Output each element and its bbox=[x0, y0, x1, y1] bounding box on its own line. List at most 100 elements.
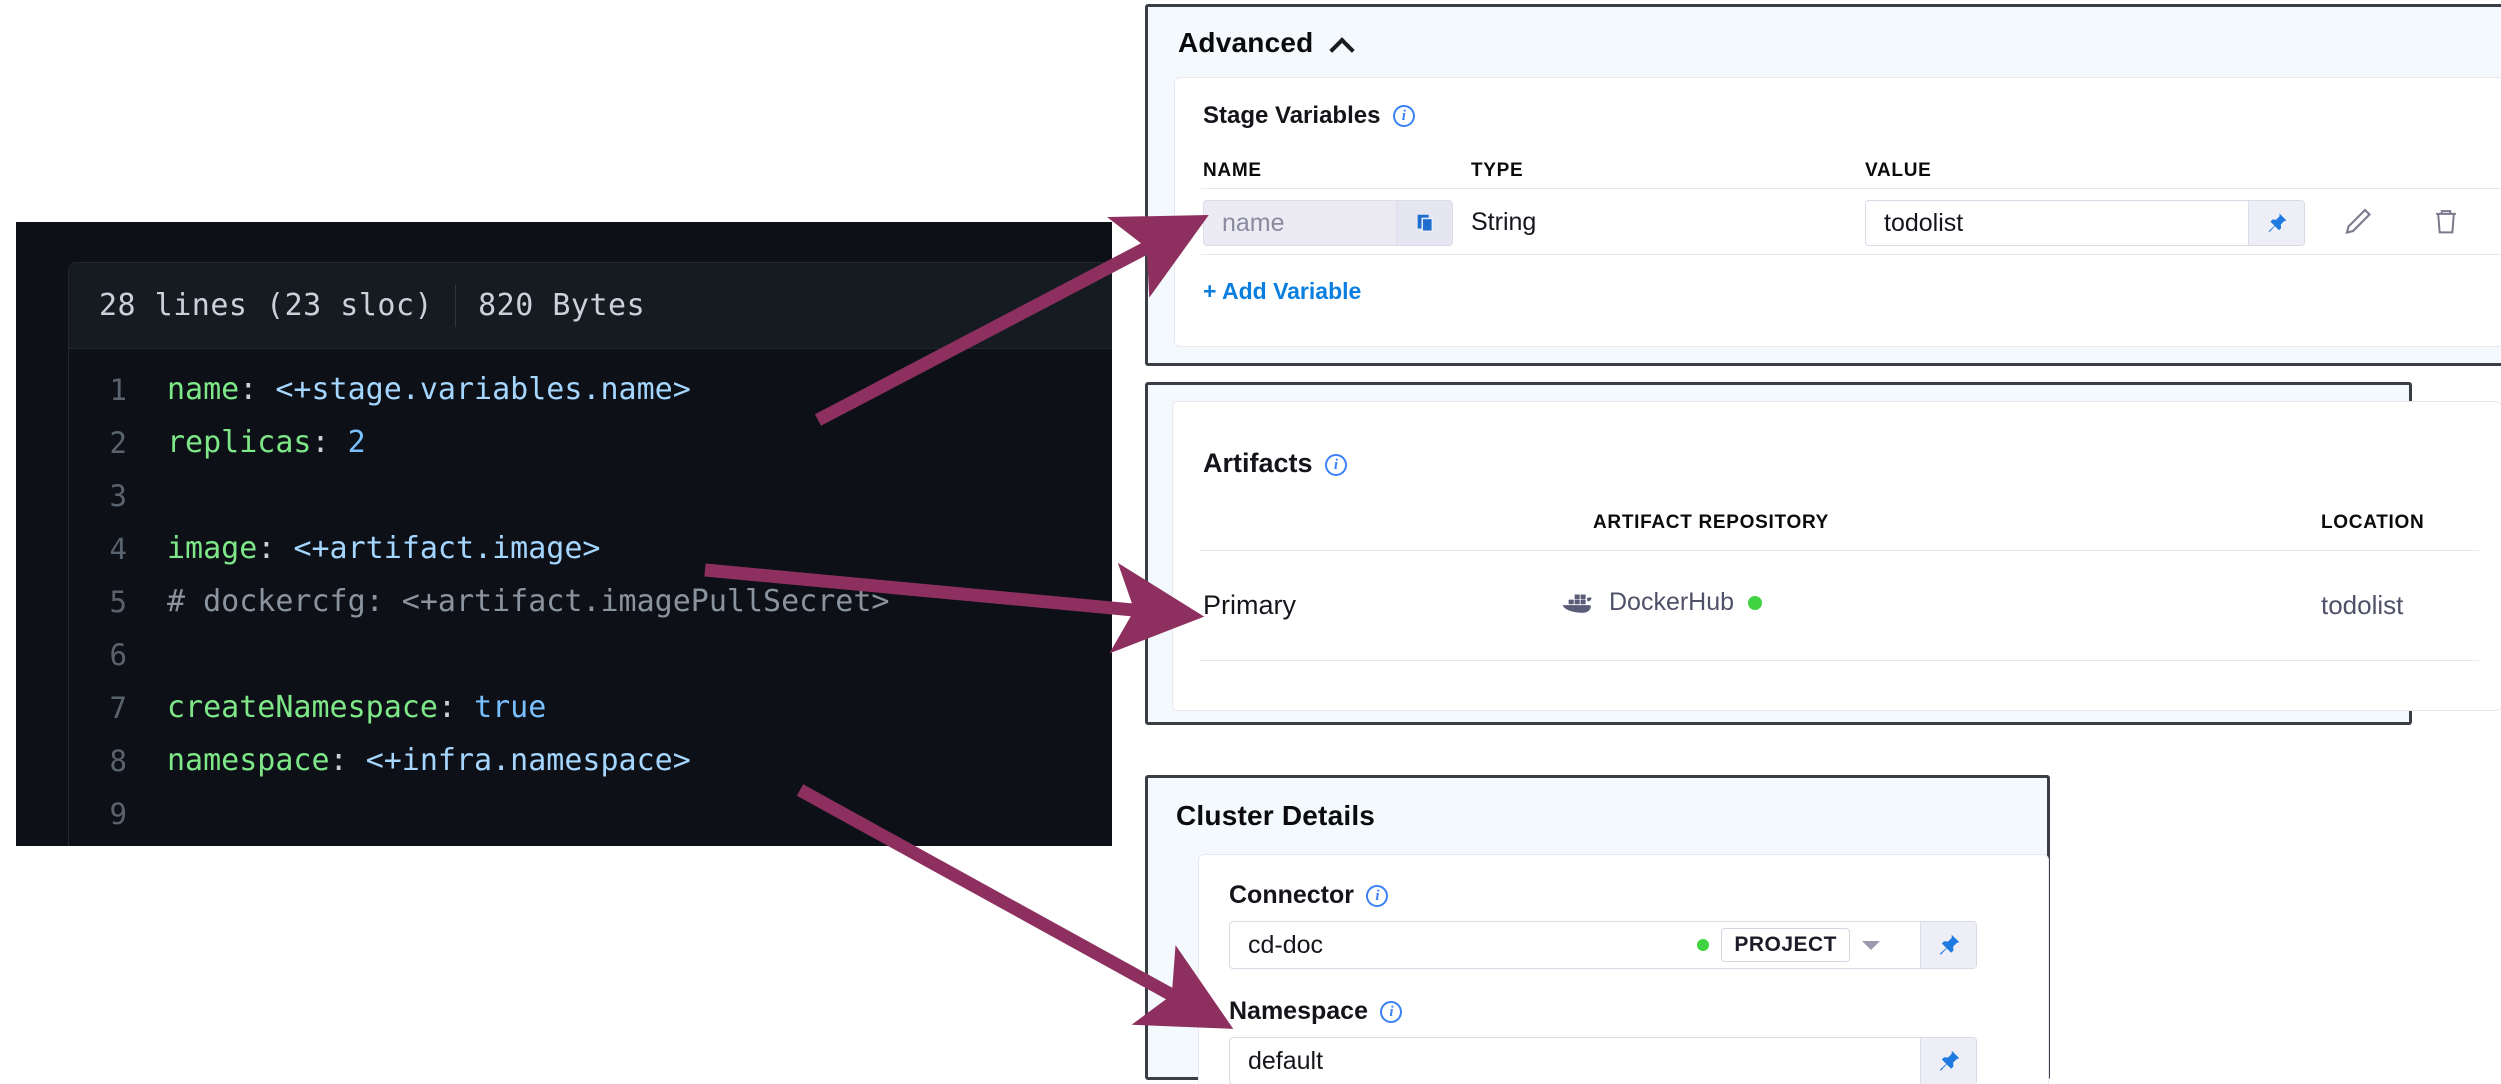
code-line: 3 bbox=[69, 469, 1112, 522]
line-number: 9 bbox=[109, 796, 127, 831]
connector-scope-badge: PROJECT bbox=[1721, 928, 1850, 962]
artifacts-card: Artifacts i ARTIFACT REPOSITORY LOCATION… bbox=[1172, 401, 2501, 711]
line-content: replicas: 2 bbox=[167, 425, 366, 460]
delete-variable-button[interactable] bbox=[2429, 204, 2463, 243]
line-content: image: <+artifact.image> bbox=[167, 531, 600, 566]
line-number: 6 bbox=[109, 637, 127, 672]
pin-icon-button[interactable] bbox=[1920, 922, 1976, 968]
artifact-repository-cell[interactable]: DockerHub bbox=[1561, 588, 1763, 617]
column-header-type: TYPE bbox=[1471, 160, 1524, 181]
code-line: 7 createNamespace: true bbox=[69, 681, 1112, 734]
artifact-location: todolist bbox=[2321, 590, 2404, 620]
pin-icon bbox=[1939, 934, 1959, 955]
code-viewer-card: 28 lines (23 sloc) 820 Bytes 1 name: <+st… bbox=[68, 262, 1112, 846]
code-line: 1 name: <+stage.variables.name> bbox=[69, 363, 1112, 416]
column-header-location: LOCATION bbox=[2321, 512, 2425, 533]
code-line: 5 # dockercfg: <+artifact.imagePullSecret… bbox=[69, 575, 1112, 628]
line-content: createNamespace: true bbox=[167, 690, 546, 725]
line-content: # dockercfg: <+artifact.imagePullSecret> bbox=[167, 584, 889, 619]
artifact-repository-name: DockerHub bbox=[1609, 588, 1735, 616]
column-header-value: VALUE bbox=[1865, 160, 1932, 181]
artifact-kind: Primary bbox=[1203, 590, 1296, 620]
connector-scope-group[interactable]: PROJECT bbox=[1697, 928, 1880, 962]
line-number: 8 bbox=[109, 743, 127, 778]
connector-label: Connector bbox=[1229, 881, 1354, 909]
info-icon[interactable]: i bbox=[1366, 885, 1389, 907]
line-number: 7 bbox=[109, 690, 127, 725]
docker-icon bbox=[1562, 594, 1592, 613]
variable-value-text: todolist bbox=[1884, 208, 1964, 237]
token-expr: <+stage.variables.name> bbox=[275, 372, 691, 407]
pin-icon-button[interactable] bbox=[2248, 201, 2304, 245]
token-num: 2 bbox=[347, 425, 366, 460]
pin-icon-button[interactable] bbox=[1920, 1038, 1976, 1084]
code-header-divider bbox=[455, 284, 457, 327]
connector-input[interactable]: cd-doc PROJECT bbox=[1229, 921, 1977, 969]
token-key: namespace bbox=[167, 743, 330, 778]
code-line: 8 namespace: <+infra.namespace> bbox=[69, 734, 1112, 787]
cluster-details-card: Connector i cd-doc PROJECT Namespace bbox=[1198, 854, 2049, 1084]
line-number: 2 bbox=[109, 425, 127, 460]
line-number: 4 bbox=[109, 531, 127, 566]
connector-label-wrap: Connector i bbox=[1229, 881, 1389, 910]
token-expr: <+artifact.image> bbox=[293, 531, 601, 566]
line-content: namespace: <+infra.namespace> bbox=[167, 743, 691, 778]
chevron-up-icon[interactable] bbox=[1333, 35, 1353, 55]
token-key: name bbox=[167, 372, 240, 407]
artifacts-label-wrap: Artifacts i bbox=[1203, 448, 1347, 479]
variable-value-input[interactable]: todolist bbox=[1865, 200, 2305, 246]
variable-name-input[interactable]: name bbox=[1203, 200, 1453, 246]
info-icon[interactable]: i bbox=[1392, 105, 1415, 127]
table-divider-bottom bbox=[1199, 660, 2479, 661]
table-divider-top bbox=[1199, 550, 2479, 551]
advanced-section-header[interactable]: Advanced bbox=[1178, 27, 1353, 59]
namespace-label: Namespace bbox=[1229, 997, 1368, 1025]
copy-icon bbox=[1417, 214, 1433, 232]
chevron-down-icon[interactable] bbox=[1862, 940, 1880, 950]
code-line: 9 bbox=[69, 787, 1112, 840]
artifacts-panel: Artifacts i ARTIFACT REPOSITORY LOCATION… bbox=[1145, 382, 2501, 725]
status-dot-icon bbox=[1748, 595, 1763, 610]
token-key: createNamespace bbox=[167, 690, 438, 725]
pin-icon bbox=[2268, 213, 2286, 232]
table-divider-top bbox=[1201, 188, 2501, 189]
code-line: 6 bbox=[69, 628, 1112, 681]
namespace-input[interactable]: default bbox=[1229, 1037, 1977, 1084]
code-viewer-header: 28 lines (23 sloc) 820 Bytes bbox=[69, 263, 1112, 349]
token-key: image bbox=[167, 531, 258, 566]
code-line: 4 image: <+artifact.image> bbox=[69, 522, 1112, 575]
variable-name-placeholder: name bbox=[1222, 208, 1285, 237]
cluster-details-title: Cluster Details bbox=[1176, 800, 1376, 831]
token-punc: : bbox=[257, 531, 294, 566]
line-content: name: <+stage.variables.name> bbox=[167, 372, 691, 407]
namespace-label-wrap: Namespace i bbox=[1229, 997, 1403, 1026]
token-key: replicas bbox=[167, 425, 312, 460]
stage-variables-label: Stage Variables bbox=[1203, 102, 1381, 129]
code-lines-count: 28 lines (23 sloc) bbox=[99, 288, 434, 323]
line-number: 5 bbox=[109, 584, 127, 619]
line-number: 1 bbox=[109, 372, 127, 407]
stage-variables-card: Stage Variables i NAME TYPE VALUE name S… bbox=[1174, 77, 2501, 347]
advanced-title: Advanced bbox=[1178, 27, 1314, 58]
cluster-details-panel: Cluster Details Connector i cd-doc PROJE… bbox=[1145, 775, 2050, 1084]
info-icon[interactable]: i bbox=[1380, 1001, 1403, 1023]
token-bool: true bbox=[474, 690, 547, 725]
info-icon[interactable]: i bbox=[1324, 454, 1347, 476]
variable-type-value: String bbox=[1471, 208, 1537, 236]
column-header-name: NAME bbox=[1203, 160, 1262, 181]
token-punc: : bbox=[437, 690, 475, 725]
pin-icon bbox=[1939, 1050, 1959, 1071]
table-divider-bottom bbox=[1201, 254, 2501, 255]
status-dot-icon bbox=[1697, 939, 1710, 951]
add-variable-button[interactable]: + Add Variable bbox=[1203, 278, 1362, 304]
copy-icon-button[interactable] bbox=[1396, 201, 1452, 245]
token-punc: : bbox=[239, 372, 276, 407]
connector-value: cd-doc bbox=[1248, 930, 1324, 959]
edit-variable-button[interactable] bbox=[2341, 204, 2377, 245]
pencil-icon bbox=[2345, 208, 2371, 234]
code-viewer-panel: 28 lines (23 sloc) 820 Bytes 1 name: <+st… bbox=[16, 222, 1112, 846]
artifacts-label: Artifacts bbox=[1203, 448, 1313, 478]
code-file-size: 820 Bytes bbox=[478, 288, 646, 323]
